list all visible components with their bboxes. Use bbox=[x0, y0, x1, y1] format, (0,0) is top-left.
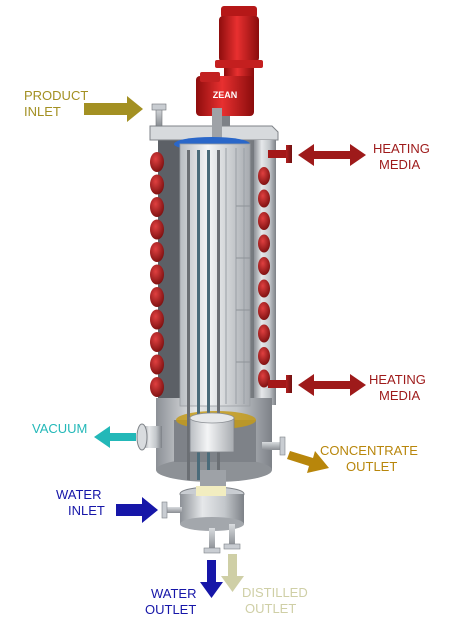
water-inlet-arrow bbox=[116, 497, 158, 523]
heating-coil-left bbox=[150, 152, 164, 397]
motor-assembly: ZEAN bbox=[196, 6, 263, 130]
heating-outlet-bottom-pipe bbox=[268, 380, 288, 388]
rotor-shaft bbox=[212, 108, 222, 142]
rotor-cylinder bbox=[179, 143, 251, 407]
distilled-outlet-arrow bbox=[221, 554, 244, 592]
heating-media-bottom-label-line2: MEDIA bbox=[379, 388, 421, 403]
water-outlet-arrow bbox=[200, 560, 223, 598]
product-inlet-label-line1: PRODUCT bbox=[24, 88, 88, 103]
water-inlet-label-line1: WATER bbox=[56, 487, 102, 502]
condenser-window bbox=[196, 486, 226, 496]
coil-turn-left bbox=[150, 377, 164, 397]
coil-turn-right bbox=[258, 167, 270, 185]
motor-flange bbox=[215, 60, 263, 68]
heating-coil-right bbox=[258, 167, 270, 388]
coil-turn-right bbox=[258, 279, 270, 298]
coil-turn-left bbox=[150, 332, 164, 352]
distilled-outlet-label-line2: OUTLET bbox=[245, 601, 296, 616]
rotor-rod-2 bbox=[197, 150, 200, 480]
water-outlet-nozzle bbox=[209, 528, 215, 550]
concentrate-outlet-label-line2: OUTLET bbox=[346, 459, 397, 474]
distilled-outlet-nozzle bbox=[229, 524, 235, 546]
product-inlet-nozzle bbox=[155, 107, 163, 127]
water-inlet-nozzle bbox=[166, 507, 182, 513]
brand-logo: ZEAN bbox=[213, 90, 238, 100]
motor-fan-cover bbox=[221, 6, 257, 18]
rotor-rod-1 bbox=[187, 150, 190, 480]
nozzles bbox=[136, 103, 292, 554]
gearbox bbox=[196, 76, 254, 116]
coil-turn-right bbox=[258, 234, 270, 253]
product-inlet-arrow bbox=[84, 96, 143, 122]
gearbox-terminal bbox=[200, 72, 220, 82]
labels: PRODUCT INLET HEATING MEDIA HEATING MEDI… bbox=[24, 88, 430, 617]
product-inlet-label-line2: INLET bbox=[24, 104, 61, 119]
rotor-assembly bbox=[174, 108, 251, 480]
heating-media-bottom-arrow bbox=[298, 374, 366, 396]
coil-turn-left bbox=[150, 242, 164, 262]
heating-inlet-top-flange bbox=[286, 145, 292, 163]
coil-turn-left bbox=[150, 287, 164, 307]
flow-arrows bbox=[84, 96, 366, 598]
rotor-rod-4 bbox=[217, 150, 220, 480]
distilled-outlet-label-line1: DISTILLED bbox=[242, 585, 308, 600]
coil-turn-left bbox=[150, 354, 164, 375]
coil-turn-left bbox=[150, 174, 164, 195]
concentrate-outlet-label-line1: CONCENTRATE bbox=[320, 443, 418, 458]
heating-media-bottom-label-line1: HEATING bbox=[369, 372, 426, 387]
coil-turn-left bbox=[150, 309, 164, 330]
coil-turn-right bbox=[258, 212, 270, 230]
heating-media-top-label-line2: MEDIA bbox=[379, 157, 421, 172]
rotor-blades bbox=[225, 148, 250, 404]
coil-turn-right bbox=[258, 347, 270, 365]
vacuum-label: VACUUM bbox=[32, 421, 87, 436]
rotor-rod-3 bbox=[207, 150, 210, 480]
coil-turn-right bbox=[258, 324, 270, 343]
coil-turn-left bbox=[150, 152, 164, 172]
coil-turn-left bbox=[150, 264, 164, 285]
coil-turn-right bbox=[258, 302, 270, 320]
concentrate-outlet-nozzle bbox=[262, 442, 282, 450]
water-outlet-label-line2: OUTLET bbox=[145, 602, 196, 617]
water-outlet-label-line1: WATER bbox=[151, 586, 197, 601]
vacuum-arrow bbox=[94, 426, 136, 448]
heating-outlet-bottom-flange bbox=[286, 375, 292, 393]
coil-turn-right bbox=[258, 257, 270, 275]
water-inlet-label-line2: INLET bbox=[68, 503, 105, 518]
heating-inlet-top-pipe bbox=[268, 150, 288, 158]
coil-turn-left bbox=[150, 197, 164, 217]
coil-turn-left bbox=[150, 219, 164, 240]
coil-turn-right bbox=[258, 369, 270, 388]
internal-condenser bbox=[179, 470, 245, 531]
coil-turn-right bbox=[258, 189, 270, 208]
motor-body bbox=[219, 16, 259, 62]
heating-media-top-arrow bbox=[298, 144, 366, 166]
concentrate-outlet-arrow bbox=[287, 451, 329, 473]
heating-media-top-label-line1: HEATING bbox=[373, 141, 430, 156]
